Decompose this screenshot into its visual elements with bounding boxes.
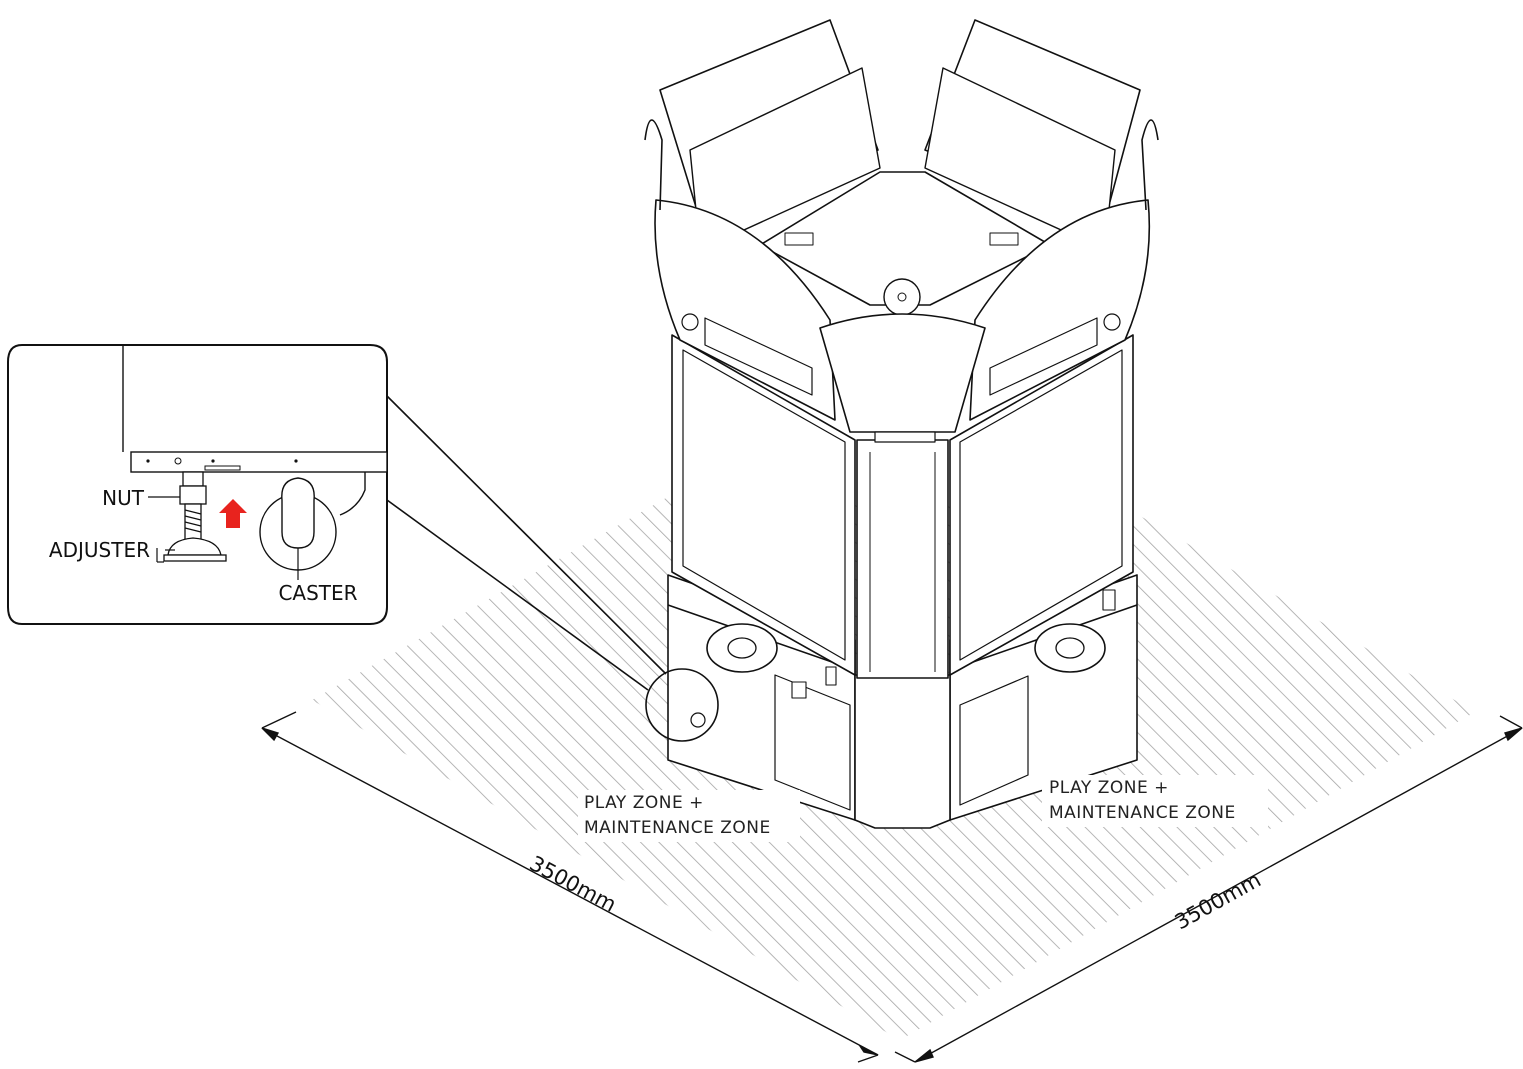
caster-label: CASTER [278,581,357,605]
zone-right-line1: PLAY ZONE + [1049,778,1169,798]
arcade-machine [644,19,1159,829]
center-pillar [856,439,949,679]
zone-left-line2: MAINTENANCE ZONE [584,818,771,838]
adjuster-foot [163,471,227,562]
zone-label-left: PLAY ZONE + MAINTENANCE ZONE [578,790,800,842]
adjuster-label: ADJUSTER [49,538,150,562]
dimension-line-right [894,715,1523,1063]
dimension-label-right: 3500mm [1171,868,1265,935]
zone-left-line1: PLAY ZONE + [584,793,704,813]
monitor-panel-right [949,334,1134,676]
front-pillar-base [854,674,951,829]
detail-callout-box: NUT ADJUSTER CASTER [7,344,388,625]
zone-right-line2: MAINTENANCE ZONE [1049,803,1236,823]
raise-arrow-icon [219,499,247,528]
zone-label-right: PLAY ZONE + MAINTENANCE ZONE [1042,775,1268,827]
detail-leader [386,395,719,742]
caster-wheel [259,472,366,571]
dimension-line-left [261,711,879,1063]
canopy-front-center [819,313,986,433]
nut-label: NUT [102,486,145,510]
monitor-panel-left [671,334,856,676]
